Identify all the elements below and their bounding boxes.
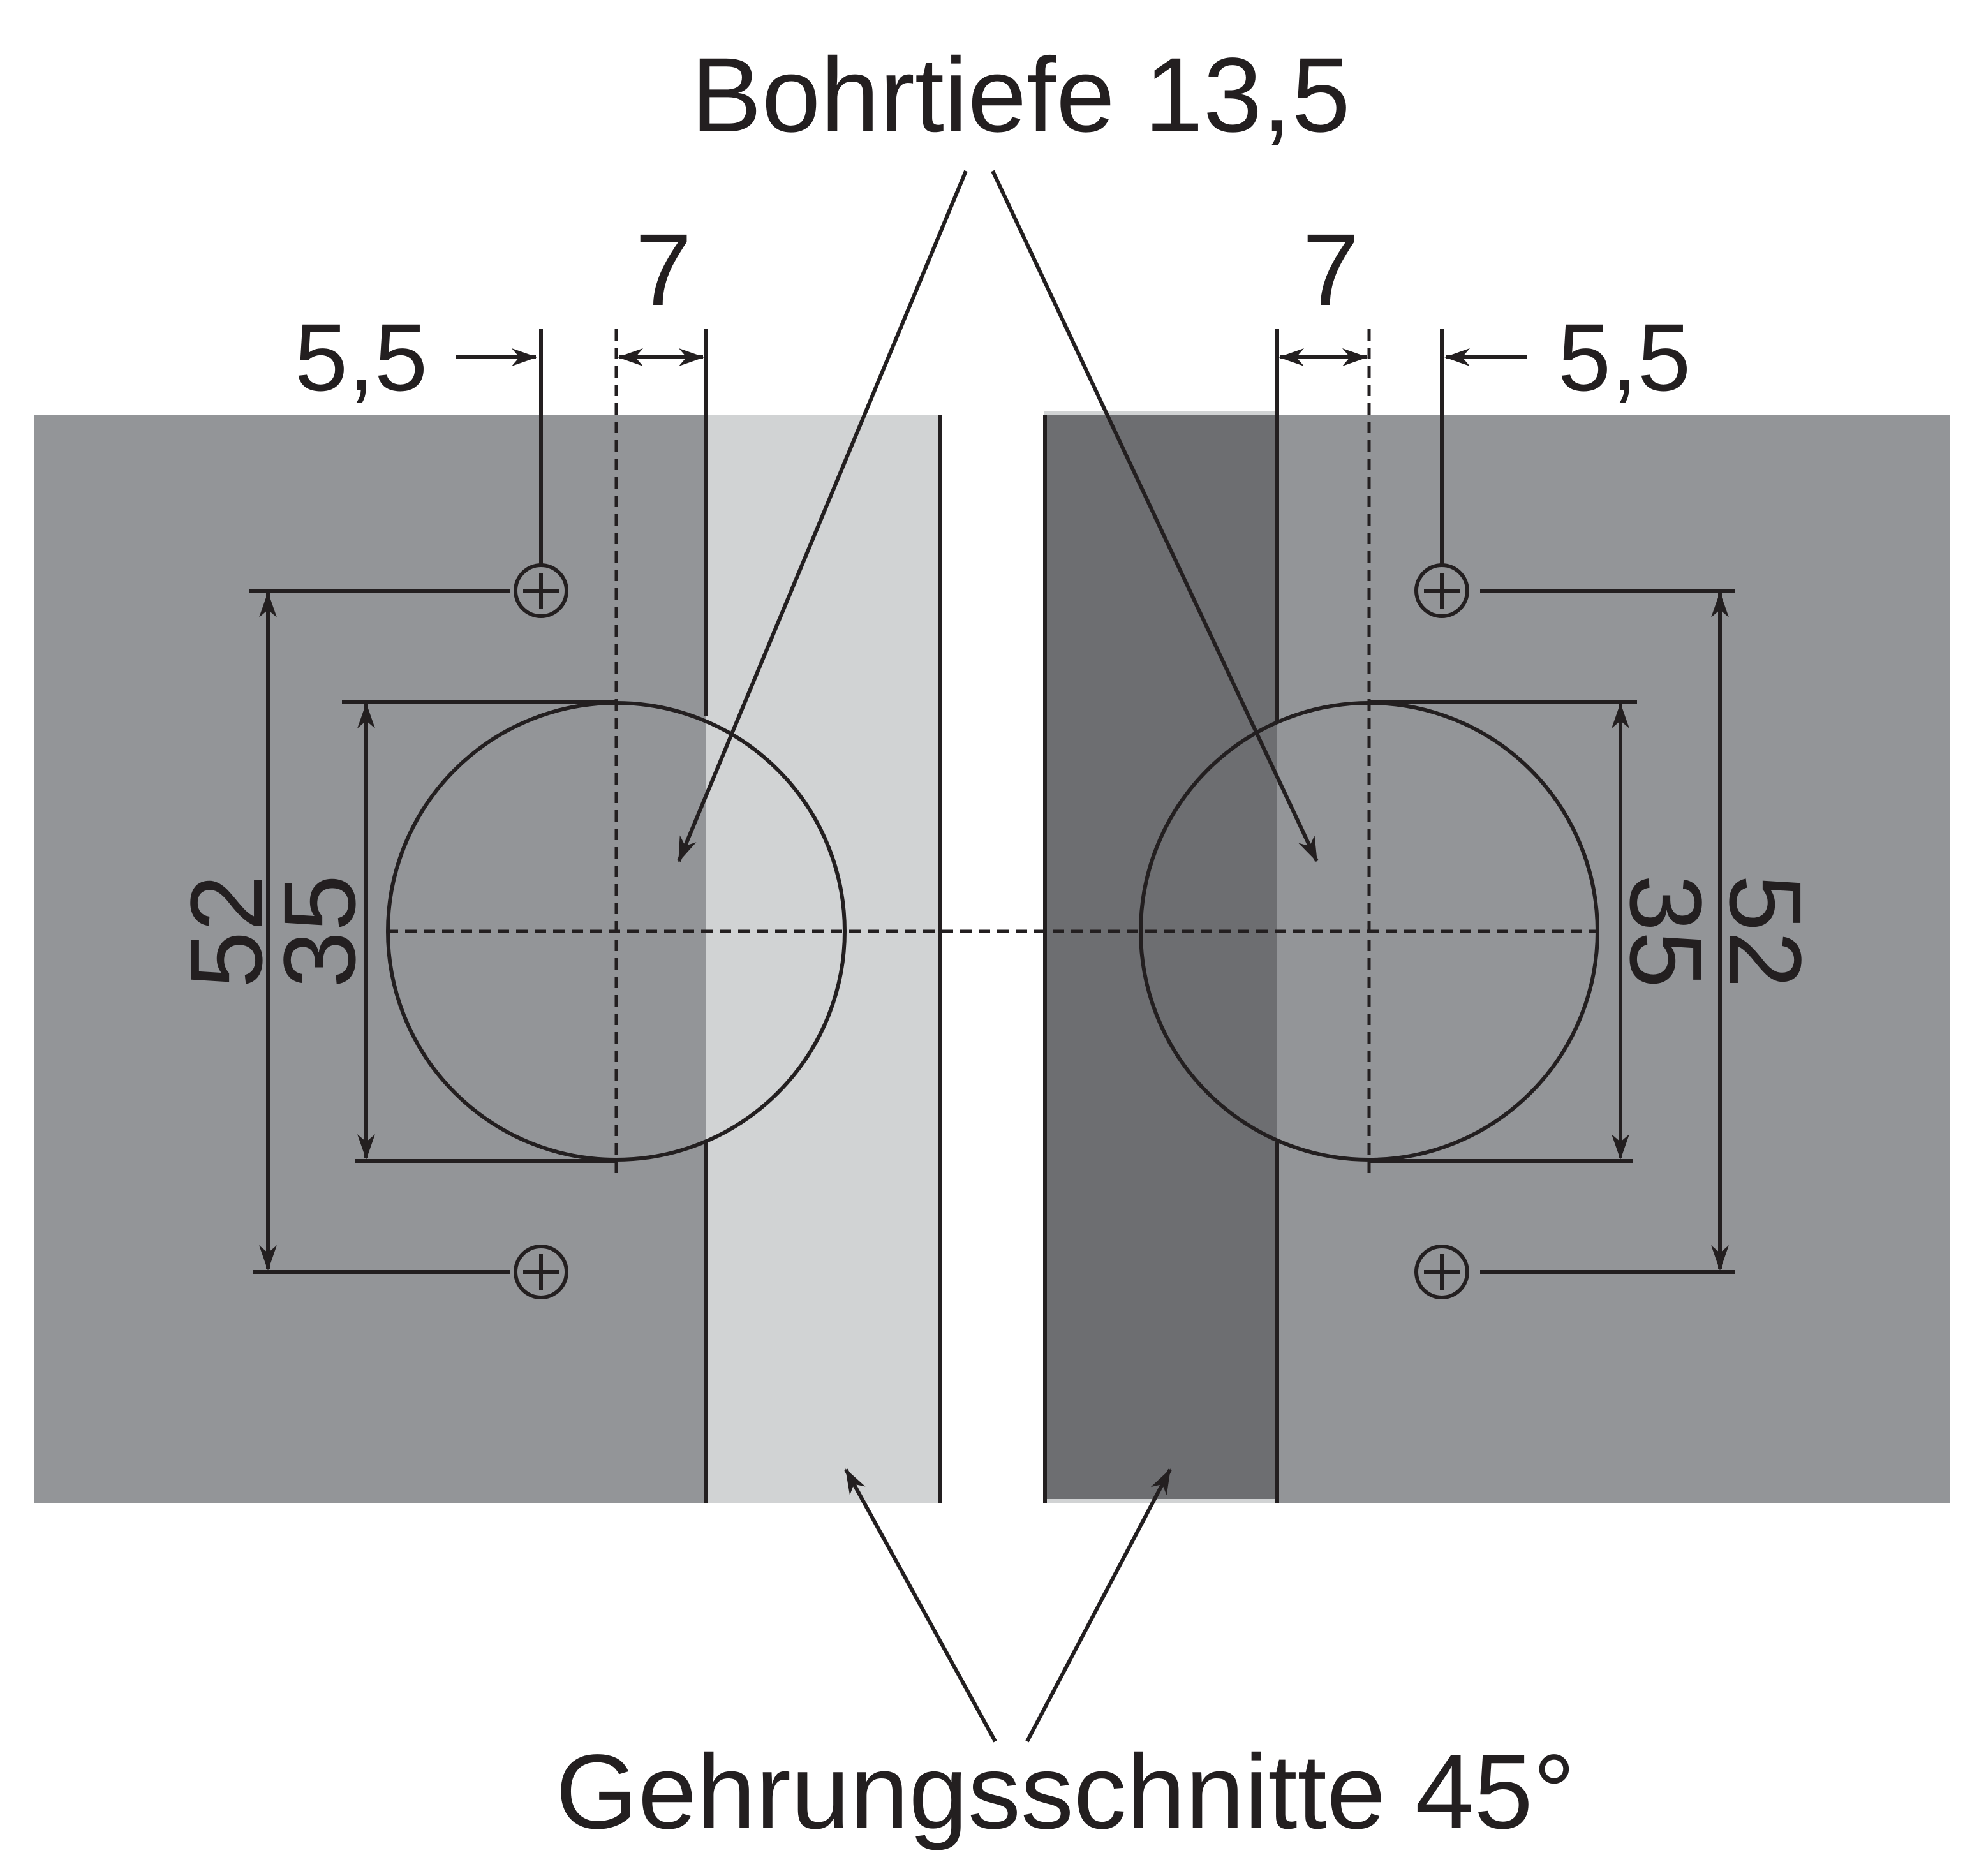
drill-depth-label: Bohrtiefe 13,5 bbox=[691, 36, 1351, 154]
left-panel bbox=[34, 329, 942, 1503]
right-dimension-lines bbox=[1278, 329, 1735, 1274]
left-edge-offset-label: 5,5 bbox=[295, 304, 428, 411]
screw-hole-icon bbox=[514, 1245, 568, 1299]
right-center-offset-label: 7 bbox=[1303, 212, 1360, 327]
screw-hole-icon bbox=[514, 563, 568, 618]
right-screw-spacing-label: 52 bbox=[1708, 875, 1823, 988]
miter-cuts-label: Gehrungsschnitte 45° bbox=[556, 1733, 1575, 1851]
screw-hole-icon bbox=[1414, 563, 1469, 618]
right-edge-offset-label: 5,5 bbox=[1558, 304, 1691, 411]
screw-hole-icon bbox=[1414, 1245, 1469, 1299]
left-dimension-lines bbox=[249, 329, 704, 1274]
left-miter-cut bbox=[706, 415, 940, 1503]
left-cup-diameter-label: 35 bbox=[262, 875, 376, 988]
left-center-offset-label: 7 bbox=[635, 212, 692, 327]
left-screw-spacing-label: 52 bbox=[169, 875, 283, 988]
right-cup-diameter-label: 35 bbox=[1609, 875, 1723, 988]
right-miter-cut bbox=[1044, 415, 1277, 1499]
